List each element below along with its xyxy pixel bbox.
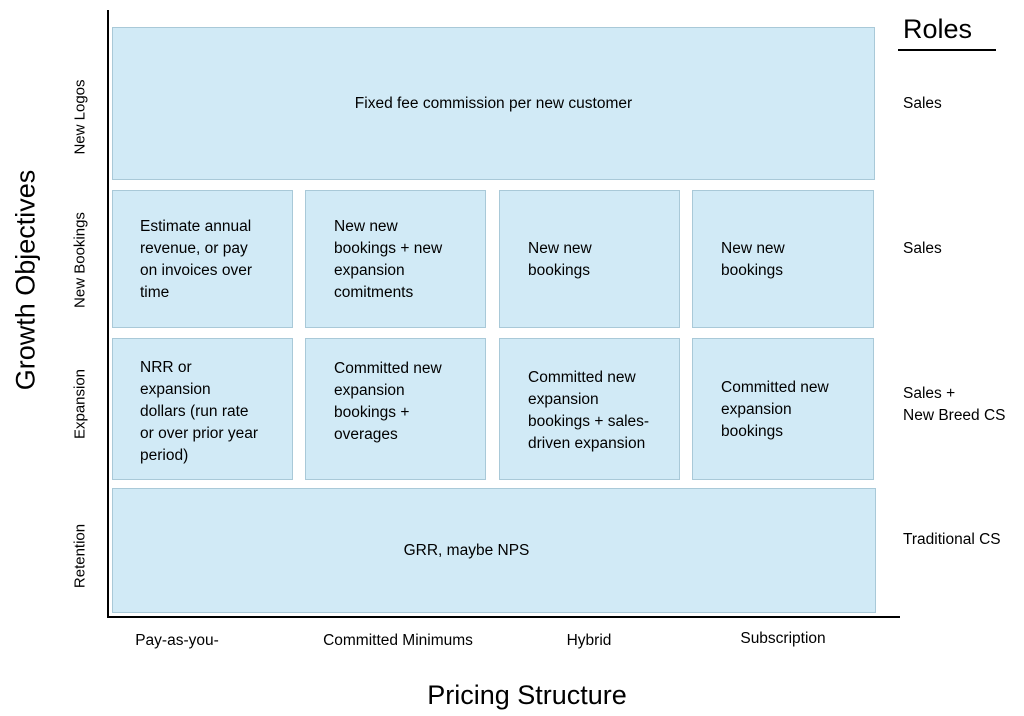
cell-new-bookings-committed-minimums: New new bookings + new expansion comitme… [305,190,486,328]
column-label-subscription: Subscription [740,630,826,647]
column-label-committed-minimums: Committed Minimums [323,632,473,649]
x-axis-title: Pricing Structure [427,680,627,710]
cell-new-bookings-hybrid: New new bookings [499,190,680,328]
roles-title: Roles [903,14,973,44]
cell-new-bookings-subscription: New new bookings [692,190,874,328]
roles-underline [898,49,996,51]
cell-expansion-committed-minimums: Committed new expansion bookings + overa… [305,338,486,480]
role-new-bookings: Sales [903,240,942,257]
cell-new-logos: Fixed fee commission per new customer [112,27,875,180]
vertical-axis-line [107,10,109,618]
cell-new-bookings-pay-as-you-go: Estimate annual revenue, or pay on invoi… [112,190,293,328]
cell-expansion-subscription: Committed new expansion bookings [692,338,874,480]
role-expansion: Sales + New Breed CS [903,385,1006,424]
role-retention: Traditional CS [903,531,1001,548]
role-new-logos: Sales [903,95,942,112]
column-label-hybrid: Hybrid [566,632,612,649]
cell-retention: GRR, maybe NPS [112,488,876,613]
horizontal-axis-line [107,616,900,618]
column-label-pay-as-you-go: Pay-as-you- [135,632,219,649]
cell-expansion-pay-as-you-go: NRR or expansion dollars (run rate or ov… [112,338,293,480]
cell-expansion-hybrid: Committed new expansion bookings + sales… [499,338,680,480]
